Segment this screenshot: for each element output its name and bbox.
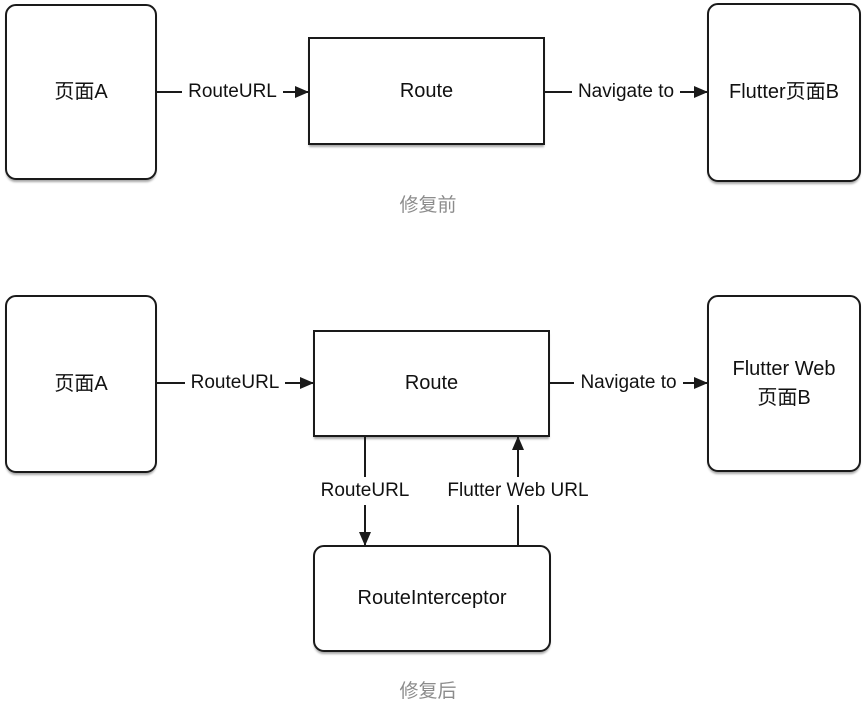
edge-line bbox=[364, 437, 366, 477]
route-interceptor-label: RouteInterceptor bbox=[357, 587, 507, 609]
route-node-after: Route bbox=[313, 330, 550, 437]
navigate-to-edge-before: Navigate to bbox=[545, 79, 707, 105]
flutter-web-page-b-label-line2: 页面B bbox=[757, 386, 811, 409]
route-url-edge-label-after: RouteURL bbox=[190, 372, 280, 393]
navigate-to-edge-label-before: Navigate to bbox=[577, 81, 675, 102]
right-arrow-icon bbox=[680, 91, 707, 93]
flutter-page-b-node-before: Flutter页面B bbox=[707, 3, 861, 182]
route-label-after: Route bbox=[404, 372, 459, 394]
route-label-before: Route bbox=[399, 79, 454, 102]
right-arrow-icon bbox=[282, 91, 308, 93]
before-fix-caption: 修复前 bbox=[399, 195, 457, 216]
edge-line bbox=[157, 382, 185, 384]
edge-line bbox=[517, 505, 519, 545]
flutter-web-page-b-label-line1: Flutter Web bbox=[732, 357, 836, 380]
route-url-edge-after: RouteURL bbox=[157, 370, 313, 396]
flutter-page-b-label-before: Flutter页面B bbox=[728, 81, 840, 103]
navigate-to-edge-label-after: Navigate to bbox=[580, 372, 677, 393]
right-arrow-icon bbox=[682, 382, 707, 384]
flutter-web-url-edge-label: Flutter Web URL bbox=[447, 480, 589, 501]
flutter-web-page-b-label: Flutter Web 页面B bbox=[733, 355, 836, 413]
flutter-web-page-b-node: Flutter Web 页面B bbox=[707, 295, 861, 472]
route-url-edge-label-before: RouteURL bbox=[188, 81, 277, 102]
flutter-web-url-up-edge: Flutter Web URL bbox=[438, 437, 598, 545]
route-interceptor-node: RouteInterceptor bbox=[313, 545, 551, 652]
right-arrow-icon bbox=[285, 382, 313, 384]
route-node-before: Route bbox=[308, 37, 545, 145]
down-arrow-icon bbox=[364, 505, 366, 545]
page-a-node-before: 页面A bbox=[5, 4, 157, 180]
page-a-label-before: 页面A bbox=[54, 80, 108, 103]
edge-line bbox=[157, 91, 183, 93]
edge-line bbox=[550, 382, 575, 384]
route-url-down-edge: RouteURL bbox=[285, 437, 445, 545]
route-url-edge-before: RouteURL bbox=[157, 79, 308, 105]
route-url-down-edge-label: RouteURL bbox=[320, 480, 410, 501]
page-a-label-after: 页面A bbox=[54, 372, 108, 395]
page-a-node-after: 页面A bbox=[5, 295, 157, 473]
edge-line bbox=[545, 91, 572, 93]
up-arrow-icon bbox=[517, 437, 519, 477]
navigate-to-edge-after: Navigate to bbox=[550, 370, 707, 396]
after-fix-caption: 修复后 bbox=[399, 681, 457, 702]
